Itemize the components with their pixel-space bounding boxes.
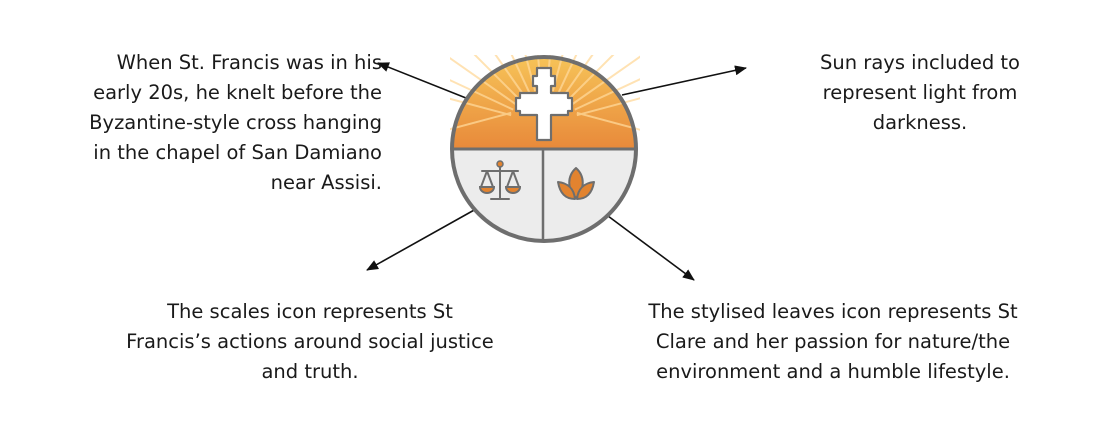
cross-caption-line: early 20s, he knelt before the bbox=[93, 81, 382, 104]
leaves-caption-line: environment and a humble lifestyle. bbox=[656, 360, 1010, 383]
scales-caption-line: The scales icon represents St bbox=[167, 300, 453, 323]
sun-caption-line: represent light from bbox=[822, 81, 1018, 104]
sun-ray bbox=[510, 55, 531, 94]
cross-caption-line: in the chapel of San Damiano bbox=[93, 141, 382, 164]
arrow-to-cross-caption bbox=[377, 62, 467, 99]
cross-caption-line: Byzantine-style cross hanging bbox=[89, 111, 382, 134]
sun-ray bbox=[450, 111, 512, 131]
arrow-to-leaves-caption bbox=[603, 212, 695, 281]
arrow-to-scales-caption bbox=[366, 208, 477, 271]
scales-caption-line: Francis’s actions around social justice bbox=[126, 330, 494, 353]
scales-caption: The scales icon represents St Francis’s … bbox=[90, 297, 530, 387]
sun-ray bbox=[562, 55, 594, 97]
arrow-to-sun-caption bbox=[621, 65, 747, 96]
scales-caption-line: and truth. bbox=[261, 360, 359, 383]
leaves-caption-line: Clare and her passion for nature/the bbox=[655, 330, 1011, 353]
cross-caption: When St. Francis was in his early 20s, h… bbox=[20, 48, 382, 198]
emblem bbox=[450, 55, 640, 243]
sun-ray bbox=[450, 97, 512, 117]
sun-rays-icon bbox=[450, 55, 640, 131]
cross-caption-line: When St. Francis was in his bbox=[116, 51, 382, 74]
leaves-caption-line: The stylised leaves icon represents St bbox=[648, 300, 1018, 323]
scales-icon bbox=[478, 160, 522, 200]
sun-ray bbox=[551, 55, 564, 92]
emblem-outline bbox=[450, 55, 638, 243]
sun-ray bbox=[567, 55, 615, 101]
sun-rays-caption: Sun rays included to represent light fro… bbox=[770, 48, 1070, 138]
sun-caption-line: Sun rays included to bbox=[820, 51, 1020, 74]
leaves-caption: The stylised leaves icon represents St C… bbox=[608, 297, 1058, 387]
cross-icon bbox=[514, 66, 574, 142]
sun-ray bbox=[473, 55, 521, 101]
sun-ray bbox=[524, 55, 537, 92]
sun-ray bbox=[576, 111, 640, 131]
sun-caption-line: darkness. bbox=[872, 111, 968, 134]
sun-ray bbox=[494, 55, 526, 97]
leaves-icon bbox=[557, 167, 595, 200]
cross-caption-line: near Assisi. bbox=[270, 171, 382, 194]
sun-ray bbox=[576, 97, 640, 117]
sun-ray bbox=[557, 55, 578, 94]
